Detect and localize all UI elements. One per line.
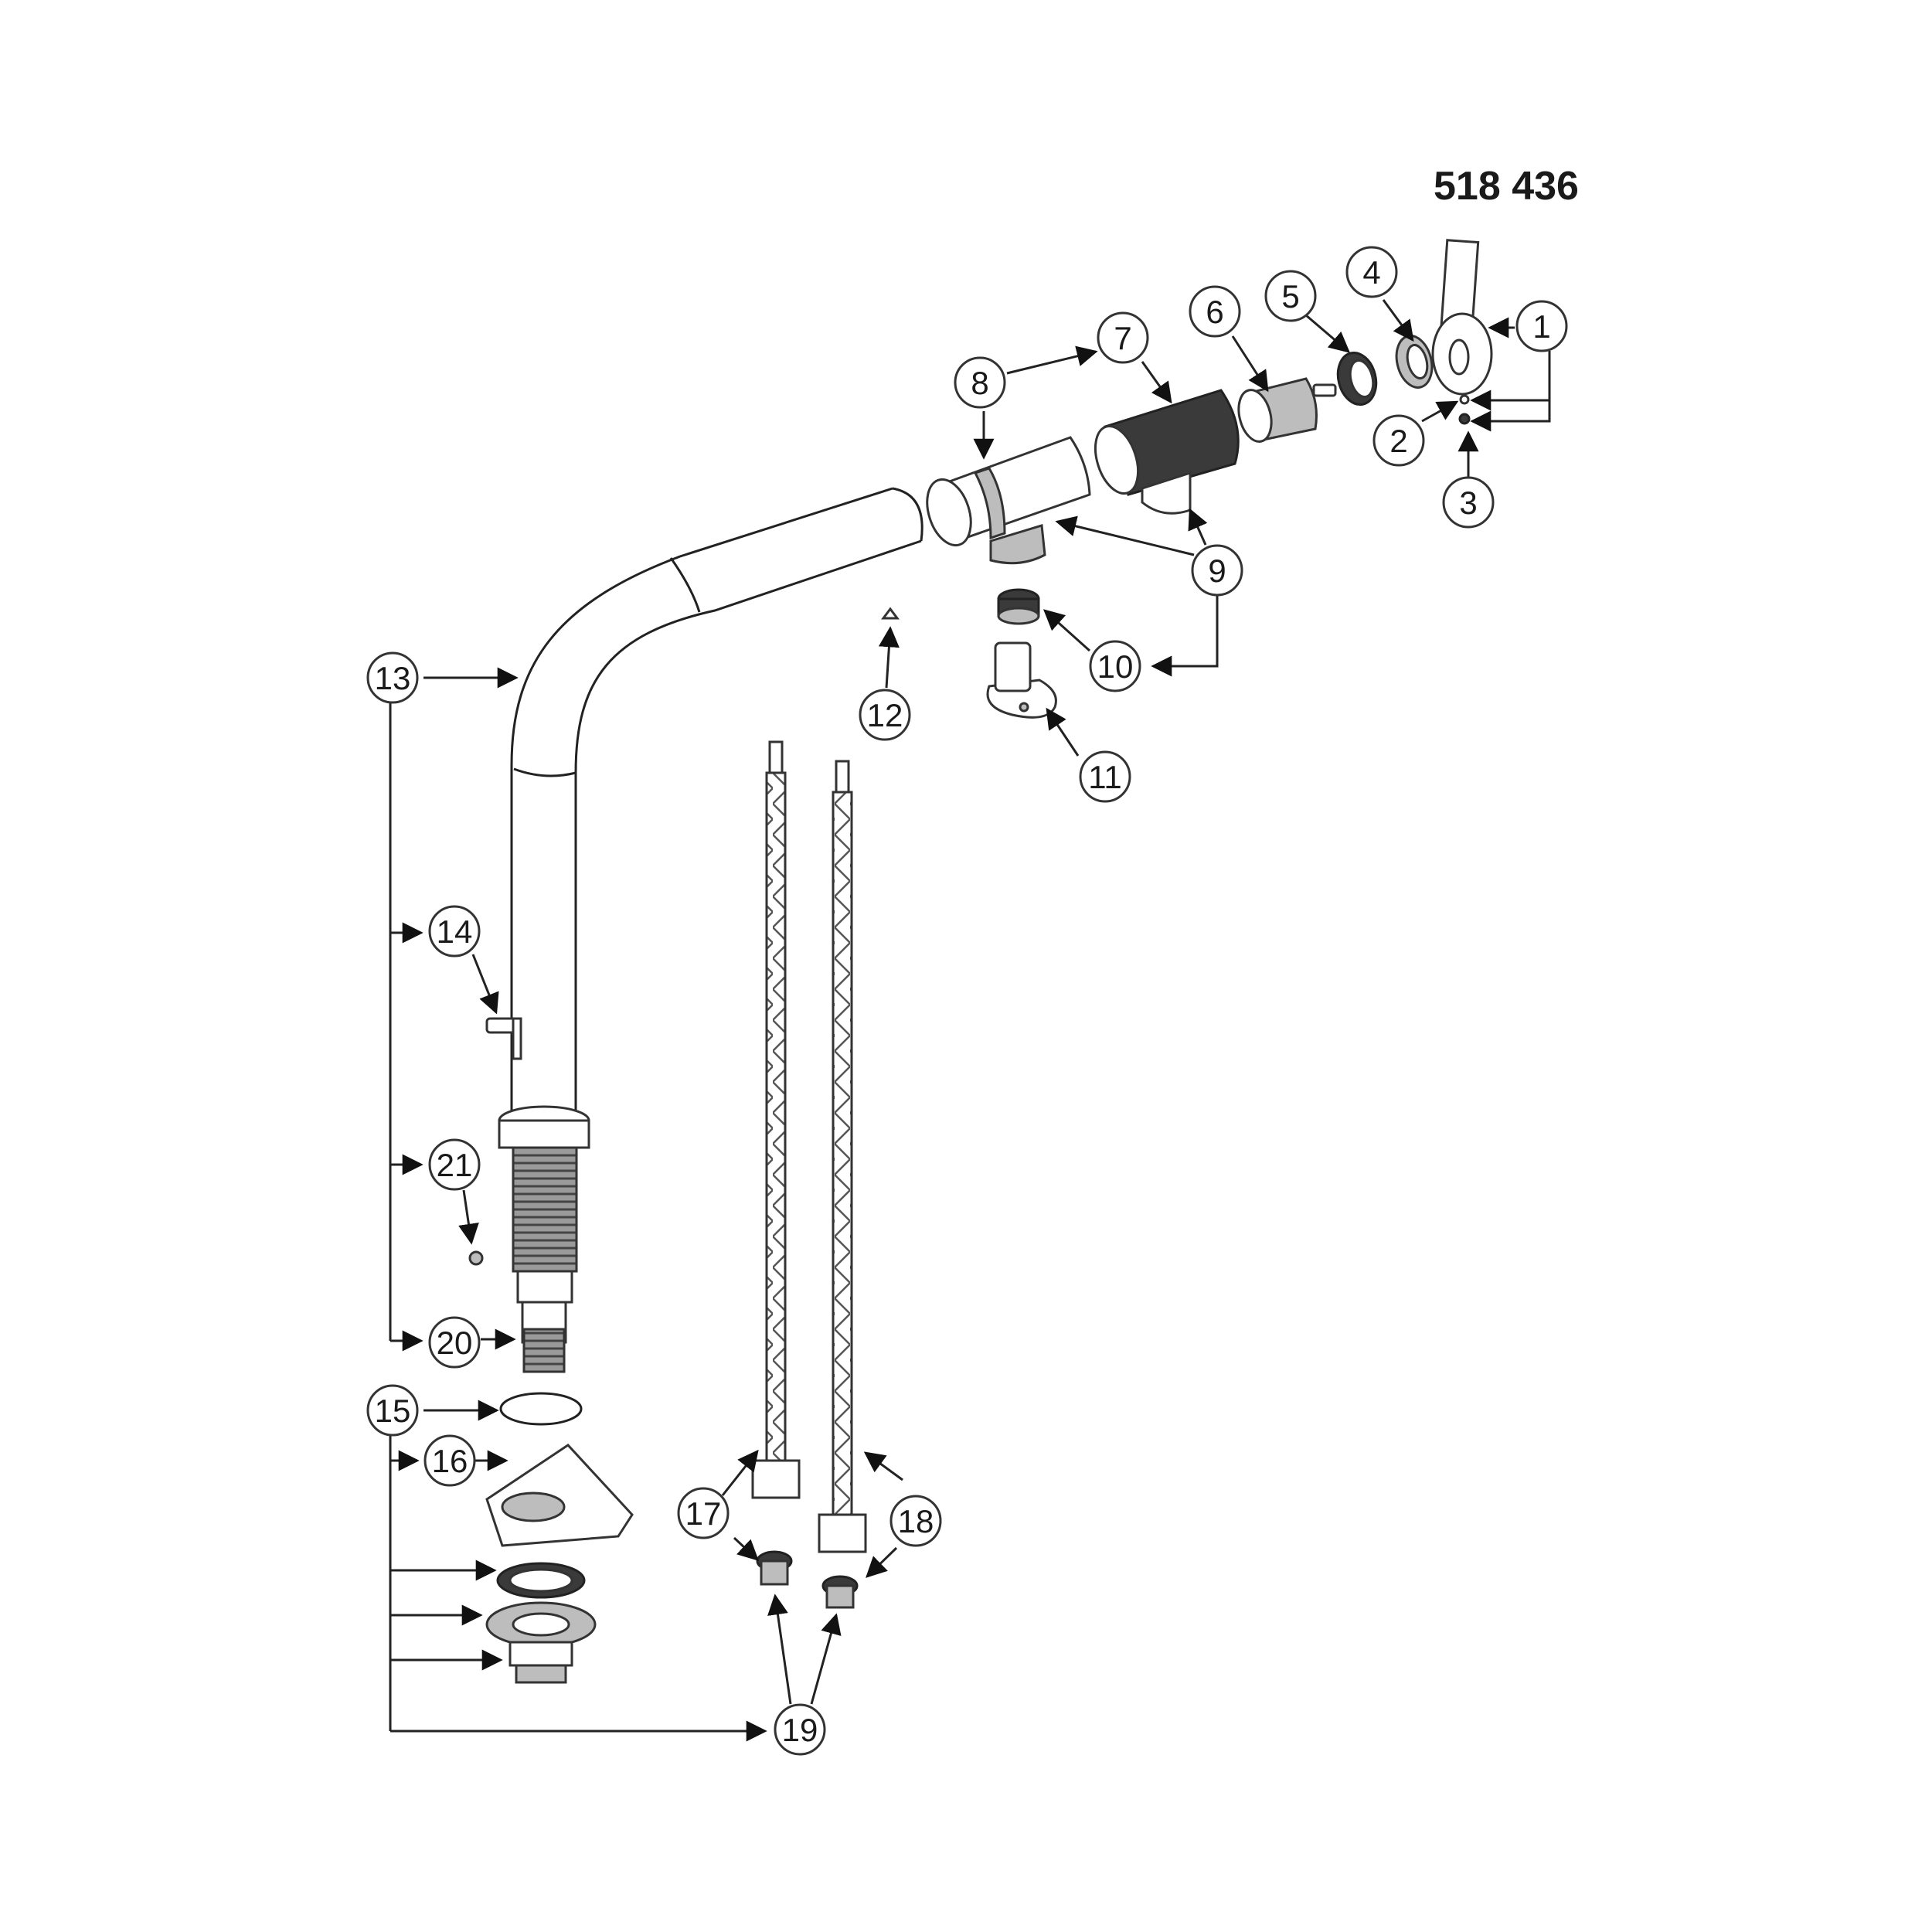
check-valve-part-10: [997, 588, 1040, 625]
callout-4: 4: [1345, 246, 1398, 298]
svg-text:19: 19: [782, 1712, 818, 1748]
o-ring-part-15: [499, 1392, 583, 1426]
svg-text:4: 4: [1362, 254, 1380, 291]
svg-text:16: 16: [432, 1443, 468, 1479]
model-number: 518 436: [1434, 164, 1579, 209]
callout-8: 8: [954, 356, 1006, 409]
svg-text:2: 2: [1389, 423, 1407, 459]
callout-19: 19: [774, 1703, 826, 1756]
callout-16: 16: [423, 1434, 476, 1487]
svg-text:7: 7: [1114, 320, 1131, 356]
mixer-body: [926, 436, 1091, 565]
callout-3: 3: [1442, 476, 1495, 529]
callout-17: 17: [677, 1487, 730, 1539]
cover-ring: [1395, 335, 1434, 389]
svg-text:18: 18: [898, 1503, 934, 1539]
callout-15: 15: [366, 1384, 419, 1437]
fixing-kit: [485, 1562, 597, 1684]
callout-1: 1: [1515, 300, 1568, 352]
leader-lines: [389, 299, 1551, 1742]
svg-text:17: 17: [685, 1495, 722, 1532]
callout-20: 20: [428, 1316, 481, 1369]
callout-9: 9: [1191, 544, 1243, 597]
pin-part-14: [485, 1017, 522, 1060]
svg-text:1: 1: [1532, 308, 1550, 345]
cartridge: [1237, 377, 1337, 443]
svg-text:11: 11: [1088, 759, 1122, 795]
base-plate-part-16: [485, 1444, 634, 1547]
grub-screws: [1458, 394, 1471, 425]
svg-text:20: 20: [437, 1325, 473, 1361]
svg-text:21: 21: [437, 1147, 473, 1183]
retaining-nut: [1336, 352, 1378, 406]
callout-18: 18: [889, 1495, 942, 1547]
svg-text:6: 6: [1206, 294, 1223, 330]
callout-11: 11: [1079, 750, 1131, 803]
mixer-sleeve: [1094, 389, 1240, 515]
lever-handle: [1431, 239, 1493, 396]
svg-text:15: 15: [375, 1393, 411, 1429]
callout-2: 2: [1372, 414, 1425, 467]
callout-5: 5: [1264, 270, 1317, 322]
nipple-part-12: [881, 607, 900, 620]
svg-text:3: 3: [1459, 485, 1477, 521]
spout-shank: [498, 1105, 590, 1373]
svg-text:9: 9: [1208, 553, 1226, 589]
callout-14: 14: [428, 905, 481, 957]
callout-10: 10: [1089, 640, 1141, 692]
callout-6: 6: [1189, 285, 1241, 338]
flexible-hose-right: [818, 760, 867, 1609]
callout-7: 7: [1097, 311, 1149, 364]
callout-13: 13: [366, 651, 419, 704]
svg-text:13: 13: [375, 660, 411, 696]
svg-text:14: 14: [437, 913, 473, 950]
svg-text:8: 8: [971, 365, 988, 401]
svg-text:10: 10: [1097, 648, 1134, 685]
spout-pipe: [510, 487, 923, 1113]
flexible-hose-left: [751, 740, 801, 1586]
svg-text:5: 5: [1281, 278, 1299, 315]
callout-12: 12: [859, 689, 911, 741]
callout-21: 21: [428, 1138, 481, 1191]
screw-part-21: [468, 1250, 484, 1266]
flange-part-11: [986, 641, 1057, 719]
svg-text:12: 12: [867, 697, 903, 733]
